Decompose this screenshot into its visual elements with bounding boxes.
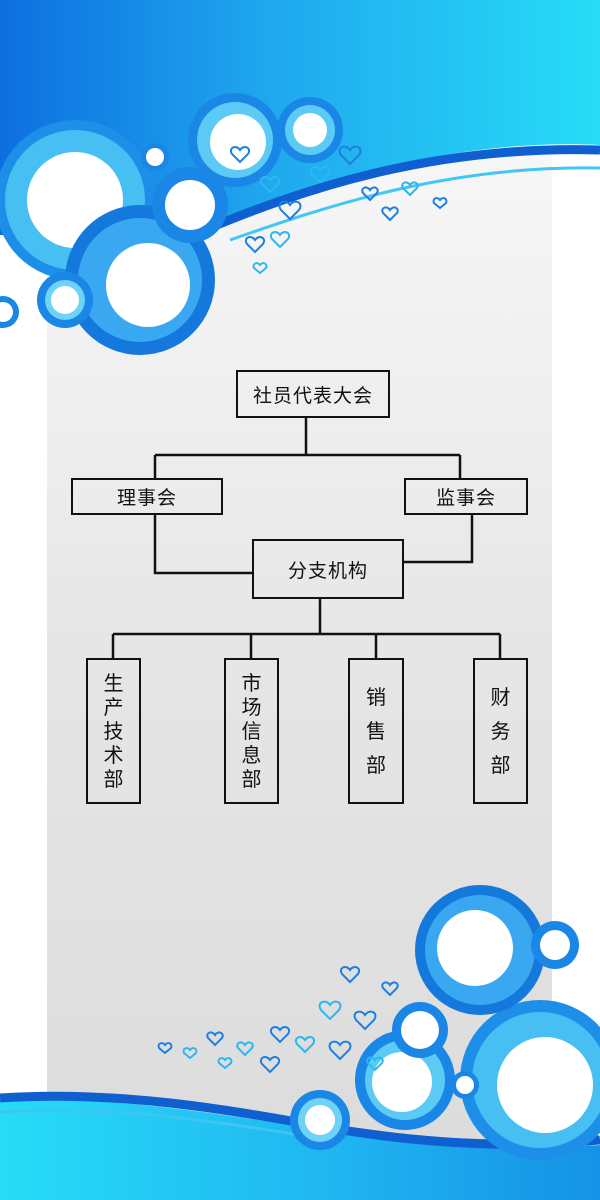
top-wave-line [198, 145, 600, 237]
left-branch-label: 理事会 [116, 487, 177, 509]
middle-box: 分支机构 [252, 539, 404, 599]
bottom-wave-band [0, 1099, 600, 1200]
department-box: 销售部 [348, 658, 404, 804]
department-label: 销售部 [366, 685, 386, 777]
top-circle-cluster [0, 93, 343, 355]
middle-label: 分支机构 [287, 559, 368, 582]
root-label: 社员代表大会 [252, 384, 373, 407]
left-branch-box: 理事会 [71, 478, 223, 515]
right-branch-box: 监事会 [404, 478, 528, 515]
department-label: 财务部 [490, 685, 511, 777]
root-box: 社员代表大会 [236, 370, 390, 418]
connector-lines [111, 418, 502, 658]
department-label: 市场信息部 [241, 671, 262, 791]
heart-decoration-bottom [157, 966, 399, 1074]
department-box: 生产技术部 [86, 658, 141, 804]
heart-decoration-top [230, 145, 448, 275]
right-branch-label: 监事会 [435, 487, 496, 509]
bottom-circle-cluster [290, 885, 600, 1160]
department-label: 生产技术部 [103, 671, 124, 791]
department-box: 市场信息部 [224, 658, 279, 804]
department-box: 财务部 [473, 658, 528, 804]
